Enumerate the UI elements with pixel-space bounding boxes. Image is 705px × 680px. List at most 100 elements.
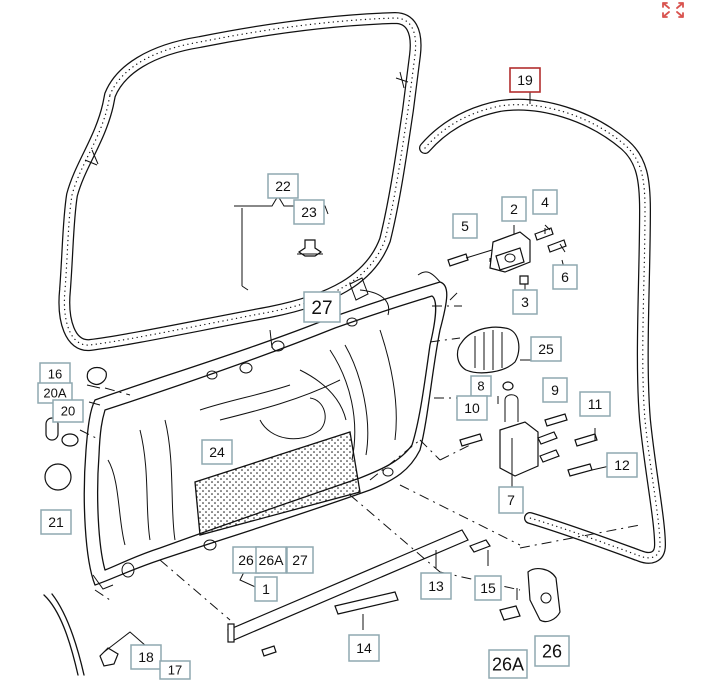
grommet-25 [456,326,520,374]
callout-label-27a: 27 [303,291,341,323]
callout-number: 7 [507,492,515,508]
callout-box [474,575,502,601]
callout-box [52,399,84,423]
callout-box [530,336,562,362]
callout-box [532,189,558,215]
callout-number: 21 [48,514,64,530]
callout-number: 27 [292,552,308,568]
callout-number: 24 [209,444,225,460]
callout-number: 20A [43,386,66,401]
callout-number: 2 [510,201,518,217]
damping-pad-24 [194,431,361,536]
callout-number: 4 [541,194,549,210]
callout-number: 1 [262,581,270,597]
callout-number: 12 [614,457,630,473]
callout-box [267,173,299,199]
door-seal-19 [419,92,666,564]
callout-label-10: 10 [456,395,488,421]
callout-number: 5 [461,218,469,234]
hinge-assembly [447,224,567,285]
callout-box [452,213,478,239]
lower-seal [43,593,119,676]
callout-label-19: 19 [509,67,541,93]
callout-label-2: 2 [501,196,527,222]
callout-number: 25 [538,341,554,357]
lock-7 [459,381,598,477]
callout-label-25: 25 [530,336,562,362]
callout-number: 9 [551,382,559,398]
callout-label-3: 3 [512,289,538,315]
callout-box [40,509,72,535]
callout-number: 17 [168,663,182,678]
callout-label-13: 13 [420,572,452,600]
callout-number: 6 [561,269,569,285]
callout-number: 23 [301,204,317,220]
callout-number: 13 [428,578,444,594]
callout-box [509,67,541,93]
callout-number: 26 [238,552,254,568]
callout-label-27b: 27 [286,546,314,574]
callout-box [606,452,638,478]
callout-number: 26 [542,641,562,661]
callout-box [286,546,314,574]
callout-number: 27 [311,298,332,319]
callout-box [512,289,538,315]
callout-number: 8 [477,379,484,394]
small-parts-left [44,366,107,491]
callout-number: 15 [480,580,496,596]
striker-bracket-26 [499,568,561,623]
callout-box [534,635,570,667]
callout-label-18: 18 [130,644,162,670]
callout-number: 20 [61,404,75,419]
callout-label-26Aa: 26A [255,546,287,574]
callout-number: 16 [48,367,62,382]
callout-box [498,486,524,514]
callout-label-4: 4 [532,189,558,215]
bottom-strips [227,529,491,657]
callout-number: 3 [521,294,529,310]
callout-label-5: 5 [452,213,478,239]
callout-box [159,660,191,680]
callout-label-14: 14 [348,634,380,662]
callout-box [293,199,325,225]
callout-box [232,546,260,574]
callout-box [303,291,341,323]
callout-box [255,546,287,574]
callout-label-9: 9 [542,377,568,403]
callout-box [130,644,162,670]
callout-number: 10 [464,400,480,416]
callout-box [201,439,233,465]
callout-number: 26A [492,654,524,674]
leader-lines [79,195,641,653]
callout-label-11: 11 [579,391,611,417]
callout-box [254,576,278,602]
callout-label-17: 17 [159,660,191,680]
expand-arrows-icon[interactable] [660,0,686,20]
callout-label-7: 7 [498,486,524,514]
callout-label-23: 23 [293,199,325,225]
callout-box [579,391,611,417]
callout-box [488,649,528,679]
callout-number: 19 [517,72,533,88]
callout-box [501,196,527,222]
callout-label-20: 20 [52,399,84,423]
callout-label-12: 12 [606,452,638,478]
callout-label-22: 22 [267,173,299,199]
callout-label-16: 16 [39,362,71,386]
callout-label-20A: 20A [37,382,73,404]
callout-number: 14 [356,640,372,656]
callout-box [420,572,452,600]
callout-box [348,634,380,662]
callout-label-24: 24 [201,439,233,465]
callout-label-21: 21 [40,509,72,535]
callout-number: 11 [588,396,603,412]
callout-label-26Ab: 26A [488,649,528,679]
window-frame-seal [58,12,422,351]
callout-label-26a: 26 [232,546,260,574]
callout-number: 18 [138,649,154,665]
callout-label-6: 6 [552,264,578,290]
callout-box [552,264,578,290]
callout-number: 22 [275,178,291,194]
